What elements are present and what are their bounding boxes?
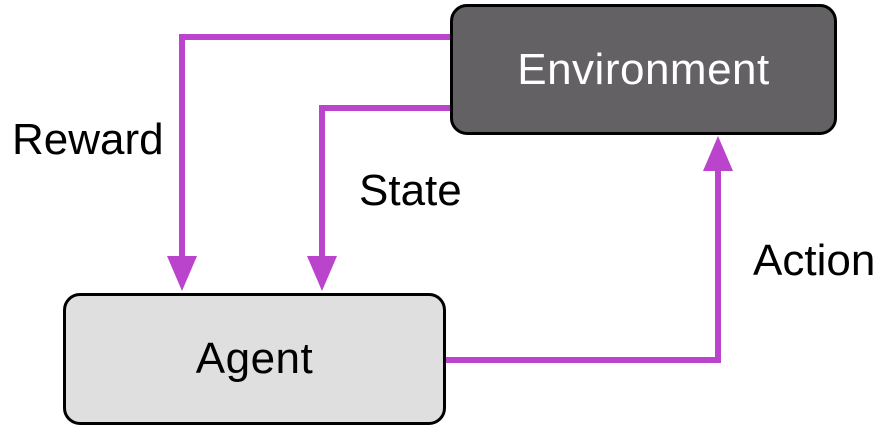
reward-edge-label: Reward <box>12 115 164 164</box>
state-arrow-line <box>319 105 450 257</box>
action-edge-label: Action <box>753 236 876 285</box>
agent-node-label: Agent <box>195 334 314 383</box>
agent-node: Agent <box>63 293 446 425</box>
environment-node: Environment <box>450 4 837 135</box>
action-arrowhead-icon <box>703 136 733 171</box>
state-arrowhead-icon <box>307 256 337 291</box>
action-arrow-line <box>446 170 721 363</box>
reward-arrow-line <box>179 34 450 257</box>
environment-node-label: Environment <box>517 44 770 94</box>
reward-arrowhead-icon <box>167 256 197 291</box>
state-edge-label: State <box>359 166 462 215</box>
